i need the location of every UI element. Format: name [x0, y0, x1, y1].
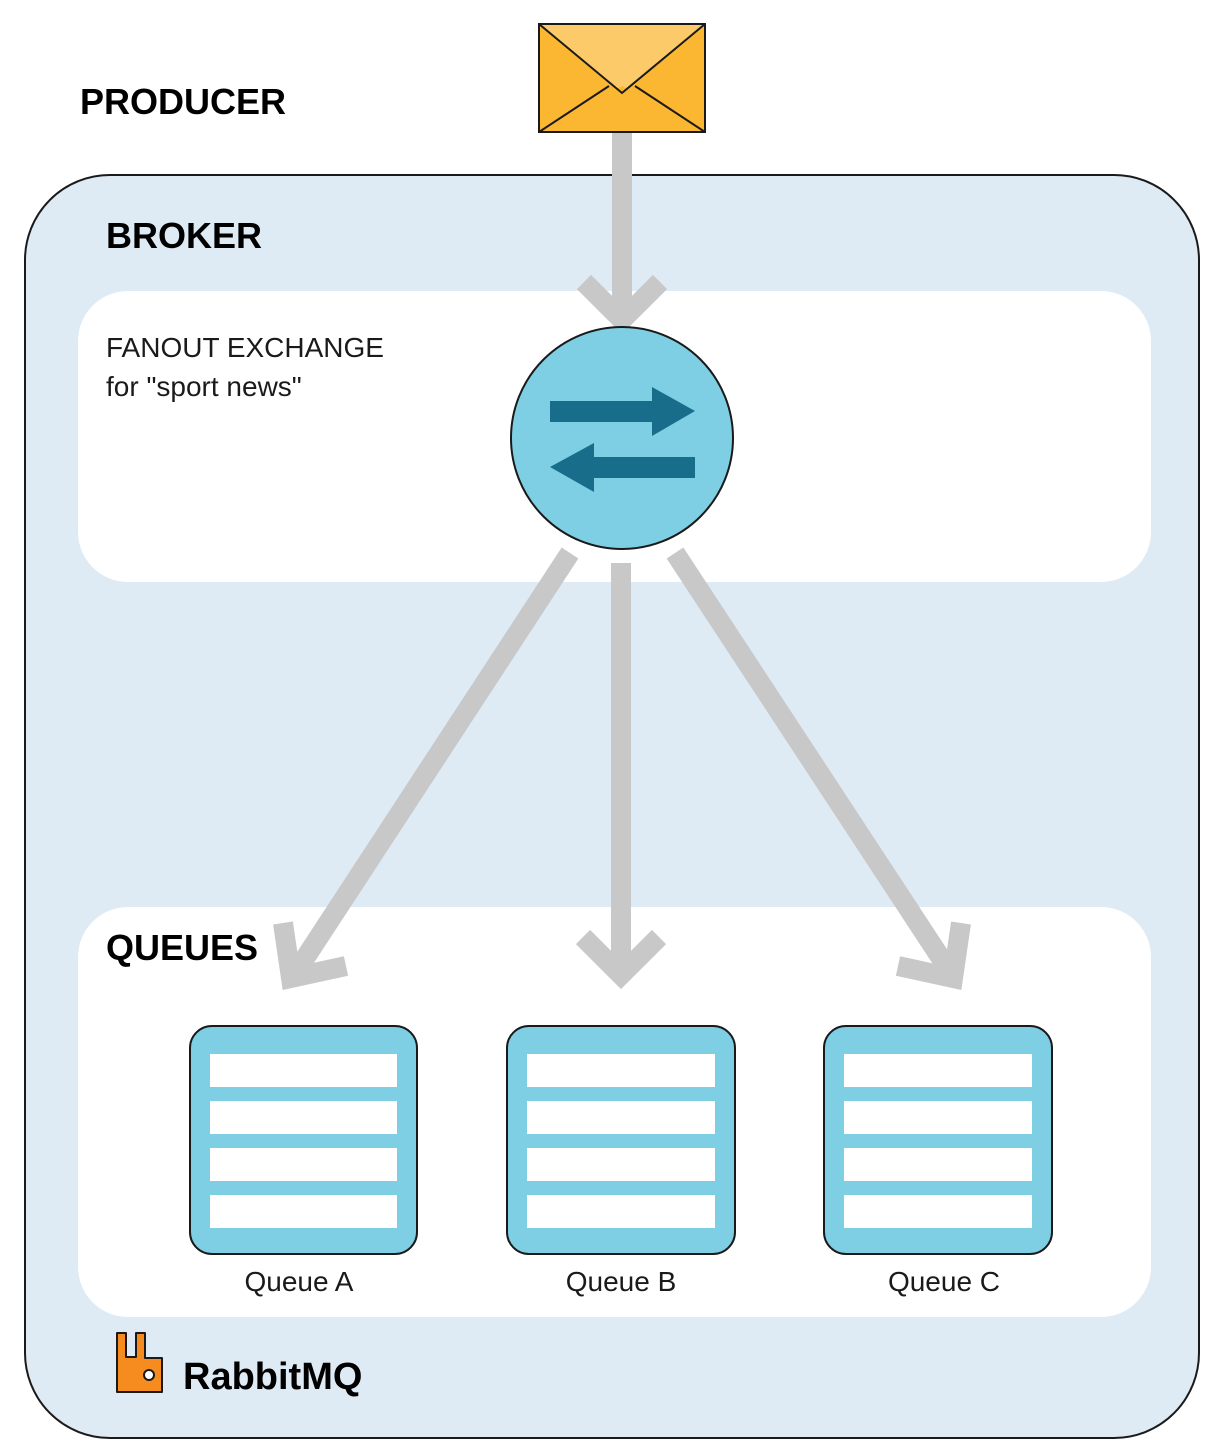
- exchange-to-queue-a-arrow: [273, 547, 579, 991]
- queue-slot: [844, 1101, 1032, 1134]
- queue-b-label: Queue B: [566, 1266, 677, 1297]
- producer-label: PRODUCER: [80, 81, 286, 122]
- queue-slot: [210, 1195, 397, 1228]
- queue-slot: [844, 1148, 1032, 1181]
- exchange-title-line1: FANOUT EXCHANGE: [106, 332, 384, 363]
- queues-label: QUEUES: [106, 927, 258, 968]
- envelope-icon: [538, 23, 706, 133]
- broker-label: BROKER: [106, 215, 262, 256]
- queue-slot: [527, 1148, 715, 1181]
- arrow-right-icon: [550, 387, 695, 436]
- exchange-to-queue-b-arrow: [575, 563, 667, 990]
- queue-slot: [527, 1101, 715, 1134]
- exchange-arrows-icon: [510, 326, 734, 550]
- queue-slot: [210, 1148, 397, 1181]
- rabbitmq-logo-text: RabbitMQ: [183, 1356, 362, 1398]
- queue-a: [189, 1025, 418, 1255]
- queue-c: [823, 1025, 1053, 1255]
- queue-b: [506, 1025, 736, 1255]
- rabbitmq-logo-icon: [116, 1332, 163, 1393]
- exchange-to-queue-c-arrow: [666, 547, 971, 991]
- queue-slot: [210, 1054, 397, 1087]
- queue-slot: [844, 1195, 1032, 1228]
- queue-c-label: Queue C: [888, 1266, 1000, 1297]
- exchange-title-line2: for "sport news": [106, 371, 302, 402]
- queue-slot: [210, 1101, 397, 1134]
- exchange-node: [510, 326, 734, 550]
- arrow-left-icon: [550, 443, 695, 492]
- queue-slot: [527, 1195, 715, 1228]
- queue-a-label: Queue A: [245, 1266, 354, 1297]
- queue-slot: [844, 1054, 1032, 1087]
- queue-slot: [527, 1054, 715, 1087]
- producer-to-exchange-arrow: [576, 132, 668, 335]
